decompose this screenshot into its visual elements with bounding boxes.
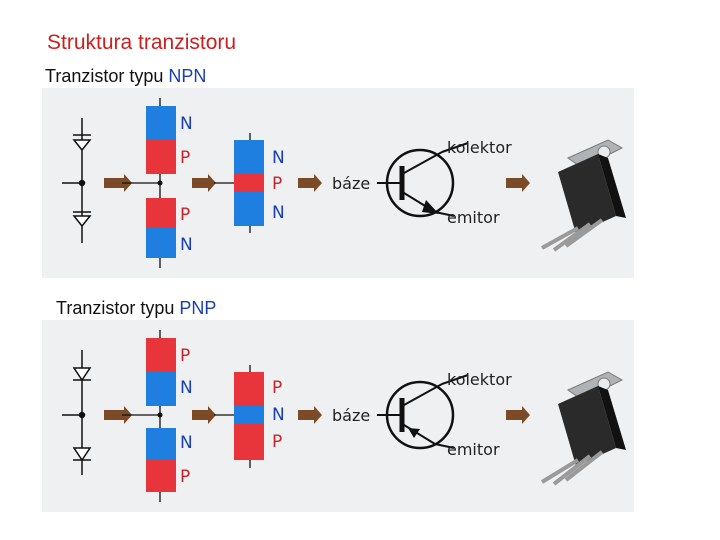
combined-layer [214, 133, 264, 233]
collector-label: kolektor [447, 138, 512, 157]
arrow-1 [104, 174, 132, 192]
layer-2 [146, 140, 176, 174]
layer-3-label: N [180, 433, 193, 453]
page-title: Struktura tranzistoru [47, 31, 237, 54]
layer-stack [122, 330, 176, 502]
arrow-1 [104, 406, 132, 424]
pnp-heading-prefix: Tranzistor typu [56, 298, 180, 318]
layer-4-label: N [180, 235, 193, 255]
layer-4-label: P [180, 467, 190, 487]
layer-2-label: P [180, 148, 190, 168]
layer-4 [146, 228, 176, 258]
combined-label-1: P [272, 378, 282, 398]
npn-heading-type: NPN [168, 66, 207, 86]
arrow-2 [192, 174, 216, 192]
to220-package [541, 139, 626, 252]
layer-1 [146, 338, 176, 372]
layer-1-label: P [180, 346, 190, 366]
diode-pair [62, 118, 92, 243]
layer-4 [146, 460, 176, 492]
combined-layer [214, 365, 264, 468]
pnp-heading-type: PNP [179, 298, 217, 318]
layer-3 [146, 198, 176, 228]
arrow-4 [506, 174, 530, 192]
layer-3 [146, 428, 176, 460]
layer-1 [146, 106, 176, 140]
layer-1-label: N [180, 114, 193, 134]
diode-pair [62, 350, 92, 475]
npn-diagram-panel: N P P N N P N báze kolektor [42, 88, 634, 278]
emitter-label: emitor [447, 440, 500, 459]
arrow-3 [298, 174, 322, 192]
to220-package [540, 371, 626, 486]
layer-2 [146, 372, 176, 406]
combined-label-2: N [272, 405, 285, 425]
arrow-4 [506, 406, 530, 424]
combined-label-3: P [272, 432, 282, 452]
npn-diagram: N P P N N P N báze kolektor [62, 98, 626, 268]
layer-stack [122, 98, 176, 268]
layer-3-label: P [180, 205, 190, 225]
collector-label: kolektor [447, 370, 512, 389]
base-label: báze [332, 406, 370, 425]
emitter-label: emitor [447, 208, 500, 227]
layer-2-label: N [180, 378, 193, 398]
combined-label-3: N [272, 203, 285, 223]
pnp-heading: Tranzistor typu PNP [56, 298, 216, 319]
pnp-diagram-panel: P N N P P N P báze kolektor emitor [42, 320, 634, 512]
pnp-symbol [377, 374, 469, 450]
combined-label-1: N [272, 148, 285, 168]
npn-heading-prefix: Tranzistor typu [45, 66, 169, 86]
pnp-diagram: P N N P P N P báze kolektor emitor [62, 330, 626, 502]
base-label: báze [332, 174, 370, 193]
arrow-3 [298, 406, 322, 424]
npn-heading: Tranzistor typu NPN [45, 66, 206, 87]
npn-symbol [377, 142, 469, 218]
combined-label-2: P [272, 174, 282, 194]
arrow-2 [192, 406, 216, 424]
